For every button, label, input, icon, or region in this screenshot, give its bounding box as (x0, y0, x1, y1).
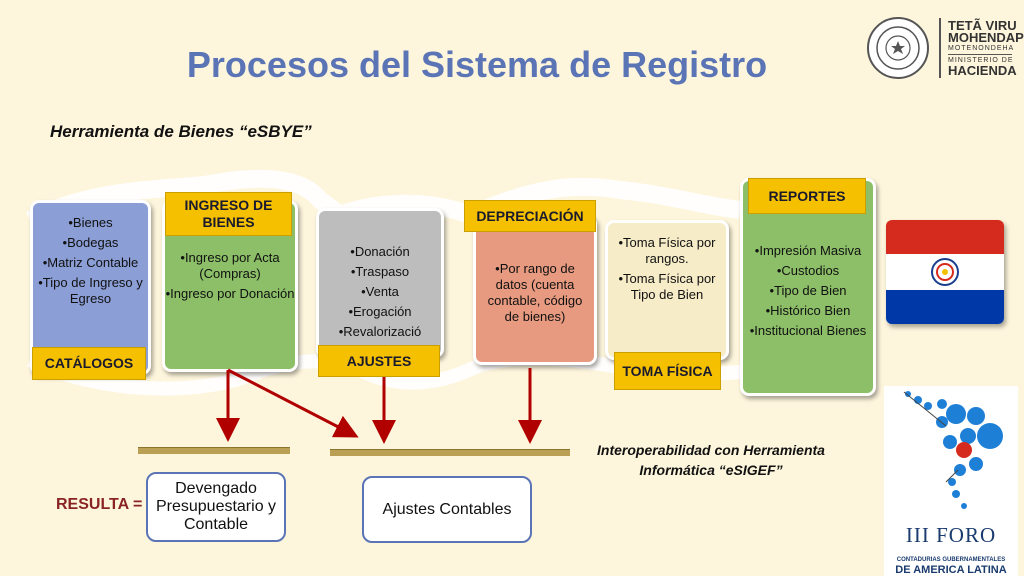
national-seal-icon (867, 17, 929, 79)
flag-emblem-icon (931, 258, 959, 286)
interop-line-2: Informática “eSIGEF” (639, 462, 783, 478)
arrow-ingreso-diagonal (227, 368, 359, 438)
catalogos-item: Bienes (33, 215, 148, 231)
forum-line-1: CONTADURIAS GUBERNAMENTALES (896, 557, 1006, 563)
logo-line-2: MOHENDAPY (948, 30, 1024, 45)
ajustes-item: Venta (319, 284, 441, 300)
page-title: Procesos del Sistema de Registro (186, 44, 768, 85)
forum-line-2: DE AMERICA LATINA (895, 564, 1007, 576)
card-depreciacion: Por rango de datos (cuenta contable, cód… (473, 215, 597, 365)
card-reportes: Impresión Masiva Custodios Tipo de Bien … (740, 178, 876, 396)
shelf-left (138, 447, 290, 454)
toma-fisica-item: Toma Física por rangos. (608, 235, 726, 267)
reportes-item: Custodios (743, 263, 873, 279)
ministry-logo: TETÃ VIRU MOHENDAPY MOTENONDEHA MINISTER… (866, 16, 1024, 82)
label-depreciacion: DEPRECIACIÓN (464, 200, 596, 232)
reportes-item: Institucional Bienes (743, 323, 873, 339)
card-catalogos: Bienes Bodegas Matriz Contable Tipo de I… (30, 200, 151, 375)
interop-line-1: Interoperabilidad con Herramienta (597, 442, 825, 458)
ingreso-item: Ingreso por Acta (Compras) (165, 250, 295, 282)
ajustes-item: Donación (319, 244, 441, 260)
ajustes-item: Revalorizació (319, 324, 441, 340)
interop-note: Interoperabilidad con Herramienta Inform… (576, 440, 846, 480)
paraguay-flag (886, 220, 1004, 324)
label-ingreso-bienes: INGRESO DE BIENES (165, 192, 292, 236)
page-subtitle: Herramienta de Bienes “eSBYE” (50, 122, 312, 141)
card-ajustes: Donación Traspaso Venta Erogación Revalo… (316, 208, 444, 358)
catalogos-item: Tipo de Ingreso y Egreso (33, 275, 148, 307)
logo-line-4: MINISTERIO DE (948, 57, 1014, 64)
ajustes-item: Erogación (319, 304, 441, 320)
logo-line-5: HACIENDA (948, 63, 1017, 78)
result-devengado: Devengado Presupuestario y Contable (146, 472, 286, 542)
result-ajustes-contables: Ajustes Contables (362, 476, 532, 543)
logo-line-3: MOTENONDEHA (948, 45, 1015, 52)
reportes-item: Tipo de Bien (743, 283, 873, 299)
ingreso-item: Ingreso por Donación (165, 286, 295, 302)
label-catalogos: CATÁLOGOS (32, 347, 146, 380)
forum-logo: III FORO CONTADURIAS GUBERNAMENTALES DE … (884, 386, 1018, 576)
label-reportes: REPORTES (748, 178, 866, 214)
label-toma-fisica: TOMA FÍSICA (614, 352, 721, 390)
reportes-item: Histórico Bien (743, 303, 873, 319)
logo-line-1: TETÃ VIRU (948, 18, 1017, 33)
forum-bubbles-icon (903, 391, 1003, 509)
depreciacion-item: Por rango de datos (cuenta contable, cód… (476, 261, 594, 325)
forum-title: III FORO (905, 523, 997, 547)
catalogos-item: Bodegas (33, 235, 148, 251)
shelf-right (330, 449, 570, 456)
catalogos-item: Matriz Contable (33, 255, 148, 271)
toma-fisica-item: Toma Física por Tipo de Bien (608, 271, 726, 303)
label-ajustes: AJUSTES (318, 345, 440, 377)
result-label: RESULTA = (56, 496, 143, 513)
ajustes-item: Traspaso (319, 264, 441, 280)
reportes-item: Impresión Masiva (743, 243, 873, 259)
